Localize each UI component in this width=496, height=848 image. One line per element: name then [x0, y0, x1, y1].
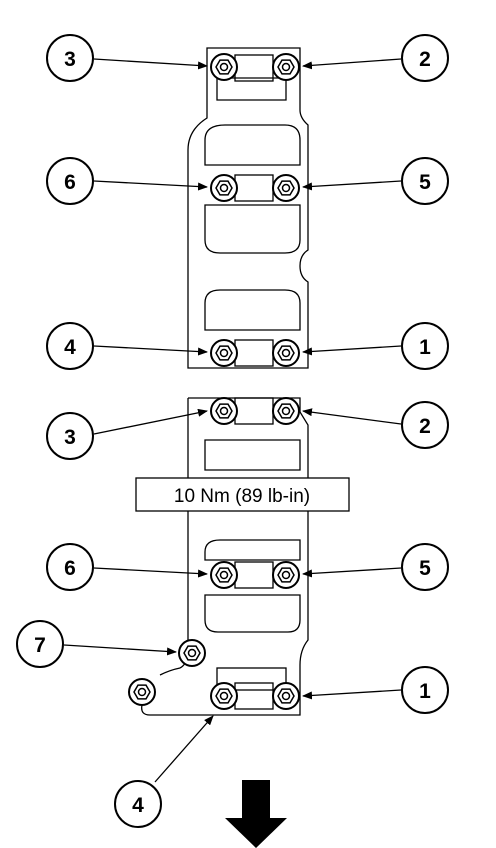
callout-4: 4 — [114, 780, 162, 828]
hex-bolt-icon — [210, 174, 238, 202]
hex-bolt-icon — [178, 639, 206, 667]
upper-cover-outline — [187, 47, 309, 369]
svg-text:4: 4 — [132, 794, 144, 817]
callout-2: 2 — [401, 401, 449, 449]
svg-text:7: 7 — [34, 634, 46, 657]
svg-text:3: 3 — [64, 48, 76, 71]
callout-6: 6 — [46, 157, 94, 205]
callout-1: 1 — [401, 666, 449, 714]
svg-text:4: 4 — [64, 336, 76, 359]
hex-bolt-icon — [210, 53, 238, 81]
svg-text:2: 2 — [419, 48, 431, 71]
hex-bolt-icon — [272, 561, 300, 589]
callout-1: 1 — [401, 322, 449, 370]
callout-3: 3 — [46, 412, 94, 460]
callout-3: 3 — [46, 34, 94, 82]
hex-bolt-icon — [272, 682, 300, 710]
hex-bolt-icon — [210, 561, 238, 589]
svg-text:5: 5 — [419, 557, 431, 580]
svg-text:1: 1 — [419, 336, 431, 359]
callout-6: 6 — [46, 543, 94, 591]
callout-5: 5 — [401, 157, 449, 205]
svg-text:6: 6 — [64, 557, 76, 580]
callout-4: 4 — [46, 322, 94, 370]
hex-bolt-icon — [210, 339, 238, 367]
hex-bolt-icon — [272, 53, 300, 81]
torque-spec-label: 10 Nm (89 lb-in) — [135, 477, 350, 512]
upper-cover: 3 2 6 5 4 1 — [46, 34, 449, 370]
arrow-down-icon — [225, 780, 287, 848]
svg-text:5: 5 — [419, 171, 431, 194]
hex-bolt-icon — [128, 678, 156, 706]
callout-7: 7 — [16, 620, 64, 668]
hex-bolt-icon — [272, 397, 300, 425]
svg-text:10 Nm (89 lb-in): 10 Nm (89 lb-in) — [174, 486, 310, 507]
lower-cover-outline — [141, 397, 309, 716]
lower-cover: 10 Nm (89 lb-in) 3 2 6 5 7 1 4 — [16, 397, 449, 828]
svg-text:6: 6 — [64, 171, 76, 194]
leader-lines — [63, 408, 402, 783]
hex-bolt-icon — [272, 339, 300, 367]
callout-2: 2 — [401, 34, 449, 82]
svg-text:2: 2 — [419, 415, 431, 438]
svg-text:3: 3 — [64, 426, 76, 449]
hex-bolt-icon — [210, 397, 238, 425]
svg-text:1: 1 — [419, 680, 431, 703]
leader-lines — [93, 58, 402, 356]
hex-bolt-icon — [272, 174, 300, 202]
callout-5: 5 — [401, 543, 449, 591]
hex-bolt-icon — [210, 682, 238, 710]
